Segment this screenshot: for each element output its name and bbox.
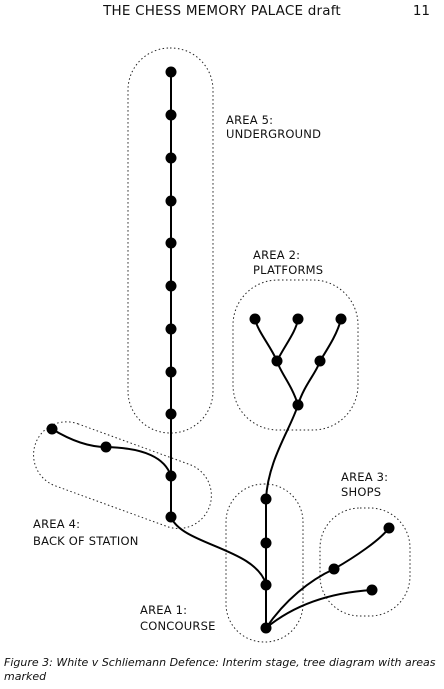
node-concourse-root: [260, 622, 272, 634]
figure-caption: Figure 3: White v Schliemann Defence: In…: [4, 656, 436, 683]
node-back-2: [100, 441, 112, 453]
tree-diagram: AREA 5: UNDERGROUND AREA 2: PLATFORMS AR…: [33, 47, 411, 643]
node-platform-top-2: [292, 313, 304, 325]
edge-platforms-join: [265, 404, 299, 500]
edge-branch4-1: [51, 428, 107, 448]
node-underground-8: [165, 366, 177, 378]
node-back-3: [165, 470, 177, 482]
page-header-title: THE CHESS MEMORY PALACE draft: [103, 3, 341, 19]
node-back-4: [165, 511, 177, 523]
node-platform-base: [292, 399, 304, 411]
node-underground-4: [165, 195, 177, 207]
node-concourse-1: [260, 493, 272, 505]
node-underground-2: [165, 109, 177, 121]
area1-label-line1: AREA 1:: [140, 603, 187, 617]
node-shops-2: [383, 522, 395, 534]
area4-label-line2: BACK OF STATION: [33, 534, 139, 548]
area2-label-line2: PLATFORMS: [253, 263, 323, 277]
area5-label-line2: UNDERGROUND: [226, 127, 321, 141]
edge-platform-right: [297, 360, 321, 406]
edge-shops-1: [265, 568, 335, 629]
node-shops-3: [366, 584, 378, 596]
edge-platform-1a: [254, 318, 278, 362]
edge-platform-2: [319, 318, 342, 362]
node-platform-top-1: [249, 313, 261, 325]
area2-boundary: [232, 279, 359, 431]
area1-boundary: [225, 483, 304, 643]
edge-shops-2: [333, 527, 390, 570]
node-shops-1: [328, 563, 340, 575]
node-underground-3: [165, 152, 177, 164]
node-underground-1: [165, 66, 177, 78]
area5-boundary: [127, 47, 214, 434]
node-back-1: [46, 423, 58, 435]
edge-platform-left: [276, 360, 299, 406]
node-underground-6: [165, 280, 177, 292]
area3-label-line2: SHOPS: [341, 485, 381, 499]
page-number: 11: [412, 3, 430, 19]
node-underground-9: [165, 408, 177, 420]
area1-label-line2: CONCOURSE: [140, 619, 216, 633]
node-platform-top-3: [335, 313, 347, 325]
area2-label-line1: AREA 2:: [253, 248, 300, 262]
node-concourse-2: [260, 537, 272, 549]
area3-boundary: [319, 507, 411, 617]
edge-branch4-2: [105, 446, 172, 477]
area5-label-line1: AREA 5:: [226, 113, 273, 127]
node-underground-7: [165, 323, 177, 335]
edge-shops-3: [265, 589, 373, 629]
edge-trunk-to-concourse: [170, 516, 267, 585]
node-underground-5: [165, 237, 177, 249]
area4-boundary: [33, 421, 212, 530]
area3-label-line1: AREA 3:: [341, 470, 388, 484]
node-platform-mid-1: [271, 355, 283, 367]
node-platform-mid-2: [314, 355, 326, 367]
edge-platform-1b: [276, 318, 299, 362]
node-concourse-3: [260, 579, 272, 591]
area4-label-line1: AREA 4:: [33, 517, 80, 531]
